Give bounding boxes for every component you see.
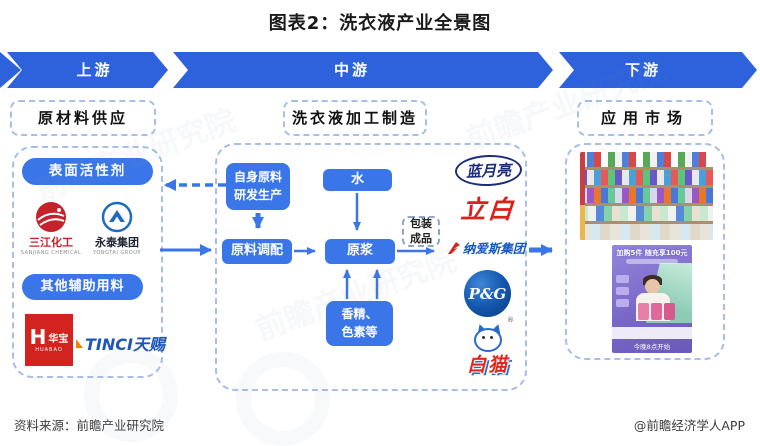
logo-bluemoon: 蓝月亮 (450, 153, 528, 188)
detergent-bottle (638, 303, 649, 320)
whitecat-reg-mark: ® (507, 316, 514, 324)
huabao-logo-name: 华宝 (48, 333, 69, 345)
pg-logo-name: P&G (468, 284, 507, 303)
sanjiang-logo-name: 三江化工 (29, 236, 73, 249)
yongtai-logo-name: 永泰集团 (95, 236, 139, 249)
logo-liby: 立白 (450, 190, 525, 226)
shelf-promo-strip (580, 152, 585, 240)
auxiliary-category-pill: 其他辅助用料 (22, 274, 143, 300)
logo-yongtai: 永泰集团 YONGTAI GROUP (88, 201, 146, 256)
logo-huabao: H 华宝 HUABAO (25, 314, 73, 366)
huabao-logo-h: H (29, 325, 47, 349)
whitecat-logo-name: 白猫 (466, 354, 509, 376)
livestream-promo-photo: 加购5件 随充享100元 今晚8点开始 (612, 245, 692, 353)
source-note: 资料来源：前瞻产业研究院 (14, 418, 165, 433)
node-self-production: 自身原料研发生产 (226, 163, 290, 210)
node-water: 水 (323, 169, 392, 191)
sanjiang-logo-sub: SANJIANG CHEMICAL (20, 250, 82, 256)
chart-title: 图表2：洗衣液产业全景图 (268, 13, 492, 34)
livestream-host (645, 279, 660, 294)
yongtai-logo-sub: YONGTAI GROUP (93, 250, 141, 256)
yongtai-logo-icon (101, 201, 133, 233)
whitecat-cat-icon (474, 322, 504, 352)
tinci-accent-icon (76, 338, 83, 348)
banner-segment-upstream: 上游 (7, 52, 168, 88)
credit-note: @前瞻经济学人APP (633, 418, 745, 433)
nice-logo-name: 纳爱斯集团 (462, 241, 526, 256)
node-packaging: 包装成品 (402, 216, 440, 247)
midstream-header: 洗衣液加工制造 (283, 100, 427, 136)
liby-logo-name: 立白 (459, 195, 517, 224)
node-blending: 原料调配 (222, 239, 292, 264)
surfactant-category-pill: 表面活性剂 (22, 158, 153, 185)
livestream-footer-text: 今晚8点开始 (633, 343, 671, 351)
node-slurry: 原浆 (325, 239, 395, 264)
bluemoon-logo-name: 蓝月亮 (454, 153, 524, 188)
nice-logo-icon (447, 241, 460, 254)
logo-sanjiang: 三江化工 SANJIANG CHEMICAL (20, 201, 82, 256)
banner-segment-midstream: 中游 (173, 52, 553, 88)
downstream-header: 应用市场 (577, 100, 713, 136)
livestream-headline: 加购5件 随充享100元 (616, 249, 688, 257)
node-additives: 香精、色素等 (326, 301, 393, 346)
banner-segment-downstream: 下游 (559, 52, 757, 88)
logo-whitecat: ® 白猫 (452, 316, 524, 377)
sanjiang-logo-icon (36, 202, 66, 232)
logo-pg: P&G (464, 270, 511, 317)
logo-nice-group: 纳爱斯集团 (444, 238, 528, 257)
huabao-logo-sub: HUABAO (35, 347, 63, 353)
upstream-header: 原材料供应 (10, 100, 156, 136)
tinci-logo-name: TINCI天赐 (85, 335, 165, 354)
logo-tinci: TINCI天赐 (76, 331, 165, 355)
store-shelf-photo (580, 152, 713, 240)
